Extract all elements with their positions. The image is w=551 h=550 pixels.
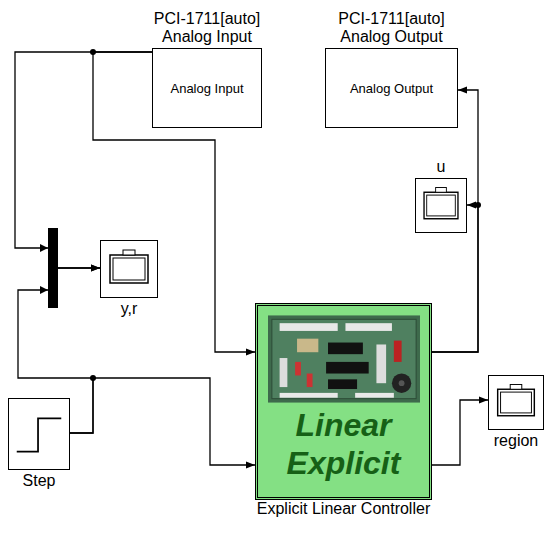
signal-line (15, 52, 152, 268)
scope-icon (101, 241, 157, 297)
block-label: Step (23, 472, 56, 490)
analog-input-block: Analog InputPCI-1711[auto] Analog Input (152, 48, 262, 128)
scope-icon (416, 179, 466, 232)
block-label: region (494, 432, 538, 450)
controller-block: Linear ExplicitExplicit Linear Controlle… (255, 303, 432, 500)
signal-line (70, 378, 255, 465)
step-block: Step (8, 398, 70, 470)
scope-block: u (415, 178, 467, 233)
analog-output-block: Analog OutputPCI-1711[auto] Analog Outpu… (325, 48, 458, 128)
scope-icon (489, 376, 543, 429)
scope-block: region (488, 375, 544, 430)
mux-bar (48, 228, 58, 308)
block-text: Analog Output (350, 81, 433, 96)
controller-title: Linear Explicit (258, 406, 429, 482)
block-label: y,r (121, 300, 138, 318)
block-label: Explicit Linear Controller (257, 500, 430, 518)
block-label: PCI-1711[auto] Analog Input (132, 10, 282, 46)
circuit-board-picture (268, 315, 420, 403)
block-text: Analog Input (170, 81, 243, 96)
step-icon (9, 399, 69, 469)
scope-block: y,r (100, 240, 158, 298)
block-label: PCI-1711[auto] Analog Output (317, 10, 467, 46)
signal-line (432, 400, 488, 465)
block-label: u (437, 158, 446, 176)
